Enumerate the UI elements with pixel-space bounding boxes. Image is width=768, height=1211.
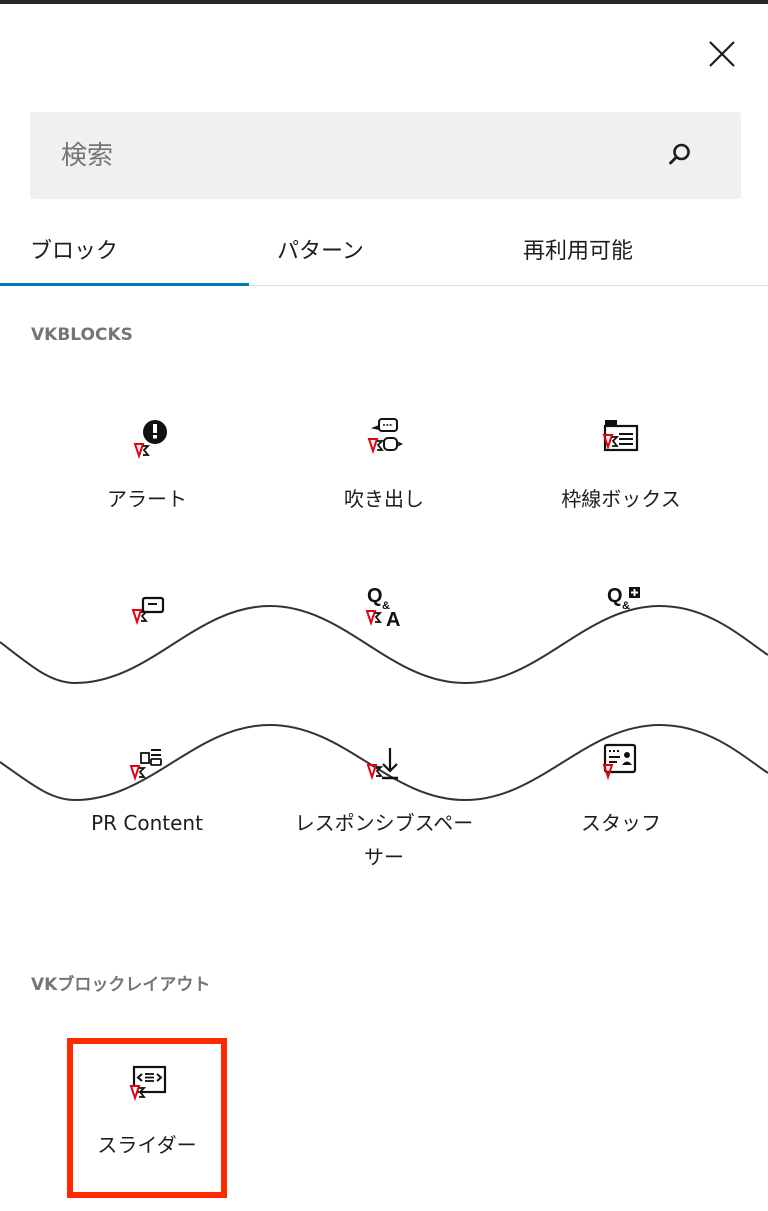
svg-text:Q: Q [607, 585, 623, 607]
category-title-vk-block-layout: VKブロックレイアウト [31, 975, 211, 995]
svg-text:&: & [622, 600, 630, 612]
vk-staff-icon [602, 743, 637, 781]
block-label: スライダー [97, 1133, 197, 1157]
block-item-faq2[interactable]: Q & A [266, 582, 502, 630]
block-item-staff[interactable]: スタッフ [503, 743, 739, 840]
inserter-tabs: ブロック パターン 再利用可能 [0, 212, 768, 286]
block-label: 枠線ボックス [561, 487, 681, 511]
vk-border-box-icon [602, 420, 639, 452]
search-input[interactable] [30, 112, 660, 199]
top-bar [0, 0, 768, 4]
category-title-vkblocks: VKBLOCKS [31, 325, 133, 345]
block-item-responsive-spacer[interactable]: レスポンシブスペーサー [266, 748, 502, 874]
tab-blocks[interactable]: ブロック [0, 212, 249, 286]
svg-text:&: & [382, 600, 390, 612]
block-item-pr-content[interactable]: PR Content [29, 749, 265, 840]
vk-slider-icon [129, 1065, 167, 1102]
tab-reusable[interactable]: 再利用可能 [523, 239, 634, 264]
vk-faq-icon [131, 596, 165, 626]
tab-patterns[interactable]: パターン [277, 239, 364, 264]
close-button[interactable] [700, 32, 744, 76]
vk-pr-content-icon [129, 749, 162, 782]
block-label: アラート [107, 487, 187, 511]
block-label: PR Content [91, 811, 203, 835]
block-label: スタッフ [581, 811, 661, 835]
vk-faq-plus-icon: Q & [607, 585, 640, 612]
vk-alert-icon [133, 420, 167, 460]
block-item-alert[interactable]: アラート [29, 414, 265, 516]
close-icon [709, 41, 735, 67]
vk-spacer-icon [366, 748, 398, 781]
search-box [30, 112, 741, 199]
block-label: レスポンシブスペーサー [294, 811, 474, 869]
block-item-faq-plus[interactable]: Q & [503, 582, 739, 630]
block-label: 吹き出し [344, 487, 424, 511]
search-icon[interactable] [666, 140, 694, 168]
vk-balloon-icon [367, 418, 404, 455]
block-item-faq[interactable] [29, 586, 265, 634]
svg-text:A: A [386, 609, 400, 630]
block-item-slider[interactable]: スライダー [29, 1062, 265, 1162]
block-item-balloon[interactable]: 吹き出し [266, 414, 502, 516]
vk-faq2-icon: Q & A [365, 585, 400, 630]
svg-text:Q: Q [367, 585, 383, 607]
block-item-border-box[interactable]: 枠線ボックス [503, 414, 739, 516]
